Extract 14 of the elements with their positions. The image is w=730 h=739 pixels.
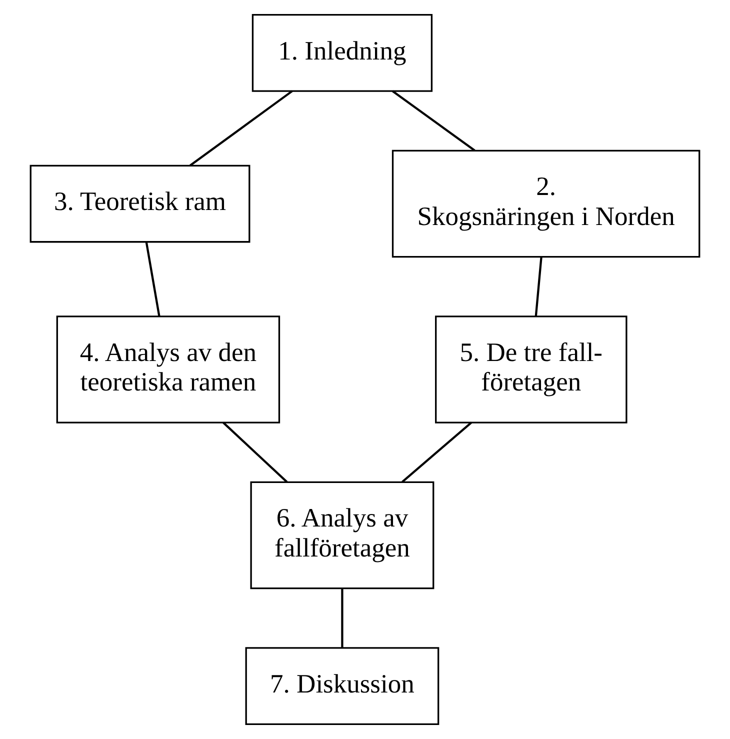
- node-box: 5. De tre fall- företagen: [435, 316, 628, 424]
- node-box: 4. Analys av den teoretiska ramen: [56, 316, 280, 424]
- node-box: 2. Skogsnäringen i Norden: [392, 150, 700, 258]
- node-box: 7. Diskussion: [245, 647, 440, 725]
- node-box: 1. Inledning: [252, 14, 433, 92]
- node-box: 6. Analys av fallföretagen: [250, 481, 434, 590]
- connector: [341, 588, 344, 648]
- node-box: 3. Teoretisk ram: [30, 164, 250, 243]
- connector: [402, 422, 472, 483]
- connector: [145, 242, 160, 317]
- connector: [189, 90, 293, 166]
- connector: [534, 256, 542, 316]
- connector: [392, 90, 476, 152]
- connector: [222, 422, 288, 483]
